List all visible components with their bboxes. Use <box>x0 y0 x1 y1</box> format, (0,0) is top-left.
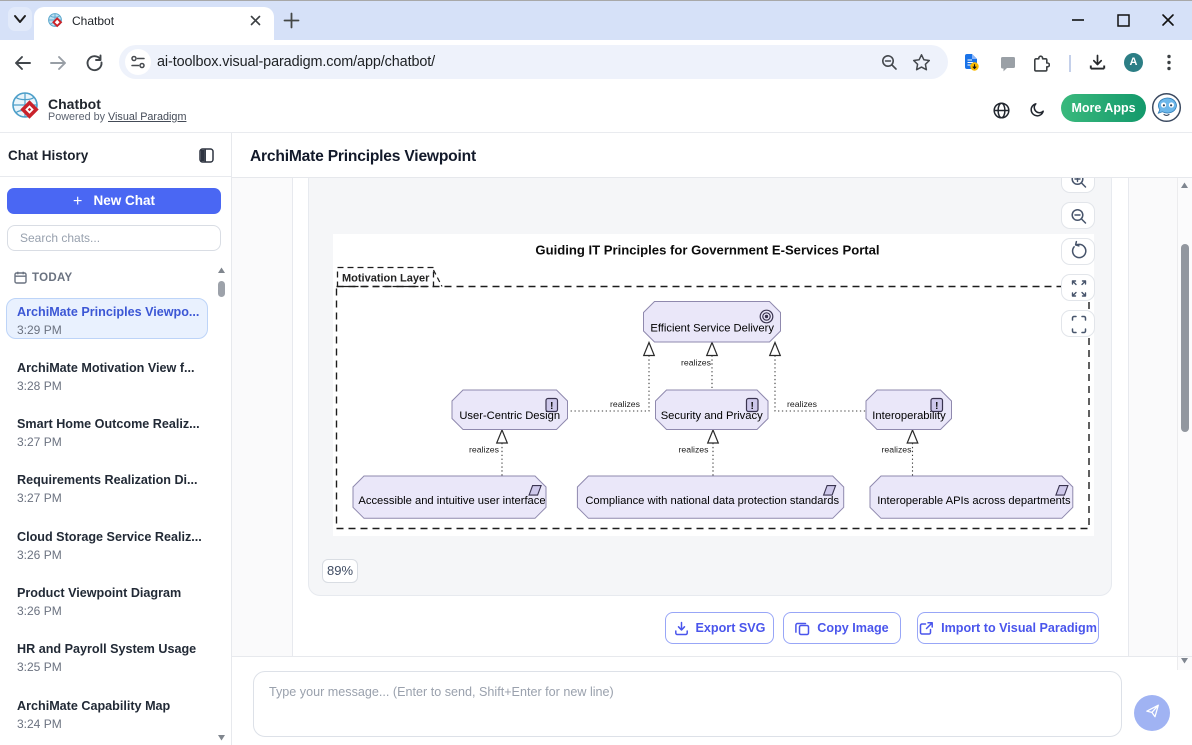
svg-text:Motivation Layer: Motivation Layer <box>342 273 430 285</box>
svg-text:Security and Privacy: Security and Privacy <box>661 410 763 422</box>
svg-text:!: ! <box>935 400 939 412</box>
svg-text:realizes: realizes <box>882 445 913 455</box>
svg-text:Guiding IT Principles for Gove: Guiding IT Principles for Government E-S… <box>535 243 879 258</box>
svg-text:!: ! <box>751 400 755 412</box>
svg-text:!: ! <box>550 400 554 412</box>
svg-text:realizes: realizes <box>469 445 500 455</box>
svg-text:realizes: realizes <box>787 399 818 409</box>
svg-text:Interoperability: Interoperability <box>872 410 946 422</box>
svg-text:Interoperable APIs across depa: Interoperable APIs across departments <box>877 495 1071 507</box>
svg-text:Efficient Service Delivery: Efficient Service Delivery <box>650 323 774 335</box>
svg-text:Compliance with national data: Compliance with national data protection… <box>585 495 839 507</box>
svg-text:User-Centric Design: User-Centric Design <box>459 410 560 422</box>
svg-text:Accessible and intuitive user: Accessible and intuitive user interface <box>358 495 545 507</box>
svg-text:realizes: realizes <box>681 358 712 368</box>
svg-text:realizes: realizes <box>610 399 641 409</box>
svg-text:realizes: realizes <box>679 445 710 455</box>
